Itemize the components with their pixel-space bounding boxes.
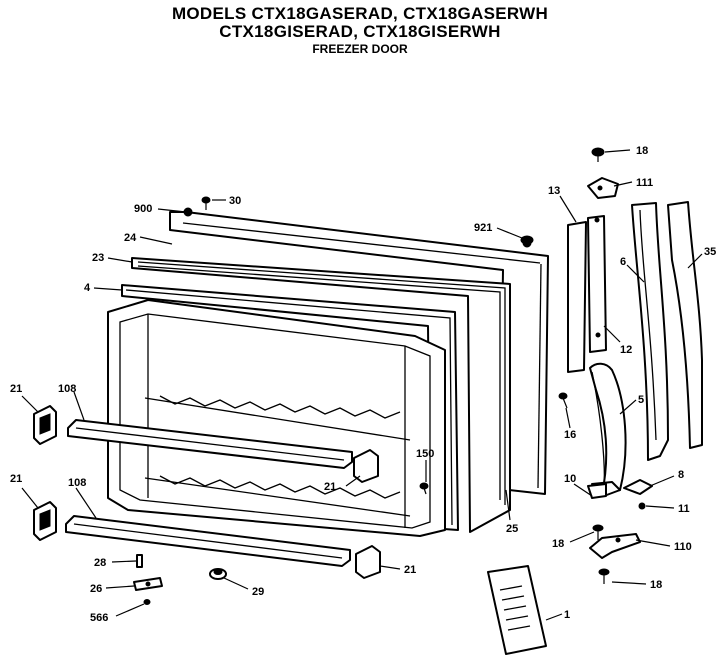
callout-30: 30 (229, 195, 241, 207)
callout-21-lower-right: 21 (404, 564, 416, 576)
part-108-shelf-bar-upper (67, 419, 353, 469)
part-18-screw-top (591, 147, 605, 162)
part-30-screw (201, 196, 211, 210)
callout-21-upper-right: 21 (324, 481, 336, 493)
callout-13: 13 (548, 185, 560, 197)
part-35-trim (667, 201, 703, 449)
callout-21-upper-left: 21 (10, 383, 22, 395)
callout-28: 28 (94, 557, 106, 569)
callout-12: 12 (620, 344, 632, 356)
part-21-end-cap-a (33, 405, 57, 445)
part-566-screw (143, 599, 151, 605)
callout-10: 10 (564, 473, 576, 485)
callout-26: 26 (90, 583, 102, 595)
part-110-hinge (589, 533, 641, 559)
callout-4: 4 (84, 282, 91, 294)
callout-24: 24 (124, 232, 137, 244)
part-111-bracket (587, 177, 619, 199)
part-21-end-cap-d (355, 545, 381, 579)
door-gasket (131, 257, 511, 533)
part-1-manual (487, 565, 547, 655)
part-108-shelf-bar-lower (65, 515, 351, 567)
callout-23: 23 (92, 252, 104, 264)
part-21-end-cap-c (353, 449, 379, 483)
callout-108-upper: 108 (58, 383, 76, 395)
part-13-strip (567, 221, 587, 373)
callout-900: 900 (134, 203, 152, 215)
part-5-hinge-cover (589, 362, 627, 497)
callout-labels: 18 111 13 30 900 921 24 6 35 23 4 12 5 1… (10, 145, 716, 624)
callout-11: 11 (678, 503, 690, 515)
callout-5: 5 (638, 394, 644, 406)
door-liner (107, 299, 446, 537)
part-18-screw-mid (592, 524, 604, 540)
part-6-handle (631, 202, 669, 461)
part-16-screw (558, 392, 568, 409)
callout-921: 921 (474, 222, 492, 234)
section-title: FREEZER DOOR (312, 42, 408, 56)
callout-6: 6 (620, 256, 626, 268)
part-12-rail (587, 215, 607, 353)
part-18-screw-bottom (598, 568, 610, 584)
callout-29: 29 (252, 586, 264, 598)
callout-18-middle: 18 (552, 538, 564, 550)
callout-18-top: 18 (636, 145, 648, 157)
callout-18-bottom: 18 (650, 579, 662, 591)
part-150-clip (419, 482, 429, 495)
part-21-end-cap-b (33, 501, 57, 541)
callout-25: 25 (506, 523, 518, 535)
callout-8: 8 (678, 469, 684, 481)
callout-111: 111 (636, 177, 653, 189)
callout-35: 35 (704, 246, 716, 258)
part-10-bracket (587, 483, 607, 499)
callout-21-lower-left: 21 (10, 473, 22, 485)
models-title-line-1: MODELS CTX18GASERAD, CTX18GASERWH (171, 4, 549, 23)
callout-1: 1 (564, 609, 570, 621)
models-title-line-2: CTX18GISERAD, CTX18GISERWH (219, 22, 501, 41)
leader-lines (21, 149, 703, 621)
callout-16: 16 (564, 429, 576, 441)
callout-566: 566 (90, 612, 108, 624)
part-28-pin (136, 554, 143, 568)
part-26-bracket (133, 577, 163, 591)
part-29-bumper (209, 568, 227, 580)
part-921-cap (520, 235, 534, 245)
callout-108-lower: 108 (68, 477, 86, 489)
callout-110: 110 (674, 541, 692, 553)
part-8-hinge (623, 479, 653, 495)
callout-150: 150 (416, 448, 434, 460)
part-11-screw (638, 502, 646, 510)
